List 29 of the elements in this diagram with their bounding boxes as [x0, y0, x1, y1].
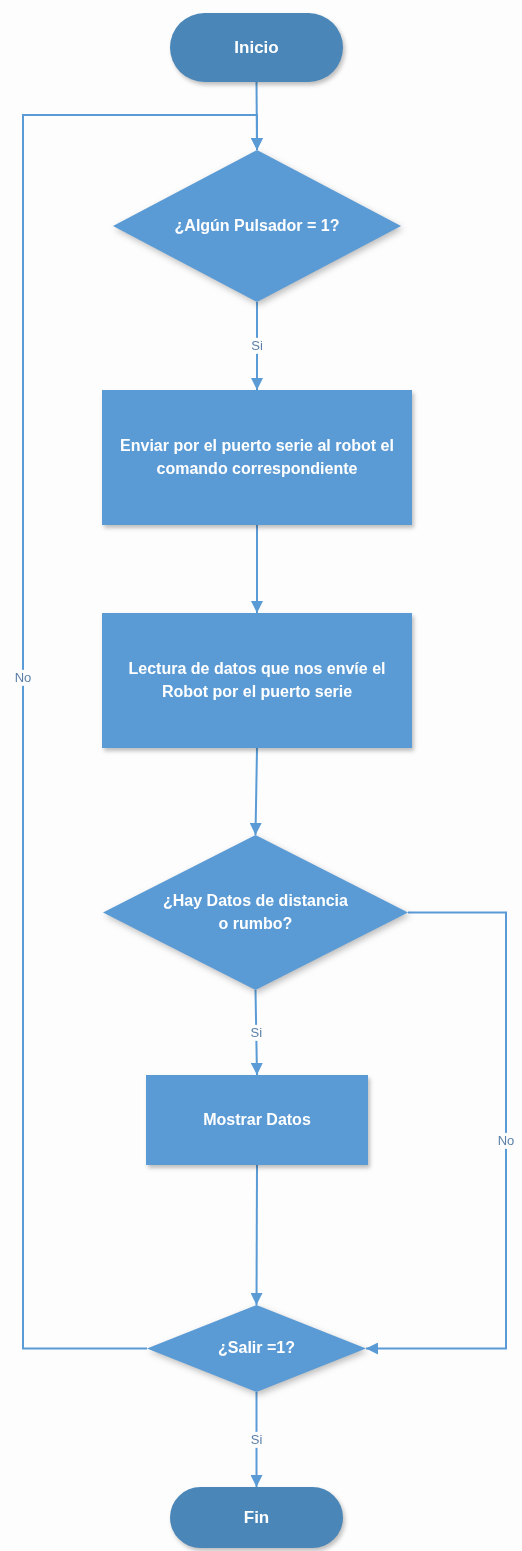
arrow [22, 114, 263, 1350]
edge-label: Si [248, 1024, 265, 1041]
node-text: ¿Algún Pulsador = 1? [174, 215, 340, 236]
node-text: ¿Salir =1? [218, 1338, 295, 1359]
node-text: Fin [243, 1506, 270, 1529]
arrow [250, 1391, 263, 1488]
decision-diamond [147, 1305, 366, 1392]
edge-label: Si [249, 337, 265, 355]
process-box [102, 390, 412, 525]
node-text: ¿Hay Datos de distancia o rumbo? [163, 891, 348, 934]
edge-label: No [12, 669, 34, 687]
arrow [250, 989, 263, 1076]
edge-label: Si [248, 1431, 265, 1448]
edge-label: No [495, 1132, 517, 1149]
process-box [102, 613, 412, 748]
arrow [250, 1164, 263, 1306]
node-text: Mostrar Datos [203, 1109, 311, 1130]
arrow [251, 524, 263, 614]
node-text: Lectura de datos que nos envíe el Robot por el puerto serie [127, 659, 387, 702]
process-box [146, 1075, 368, 1165]
terminal-shape [170, 13, 343, 82]
arrow [251, 301, 263, 391]
node-text: Inicio [234, 36, 279, 59]
decision-diamond [103, 835, 408, 990]
decision-diamond [113, 150, 401, 302]
arrow [365, 911, 507, 1355]
arrow [249, 747, 262, 836]
terminal-shape [170, 1487, 343, 1548]
node-text: Enviar por el puerto serie al robot el comando correspondiente [119, 436, 395, 479]
